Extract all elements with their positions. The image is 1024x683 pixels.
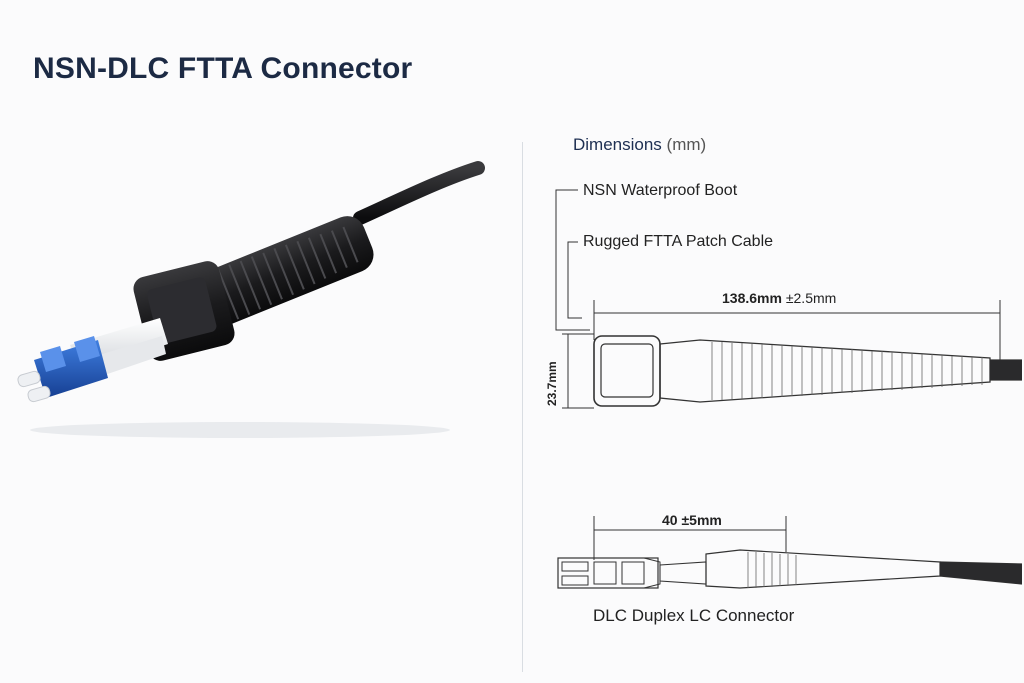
connector-length-tolerance: ±5mm	[681, 512, 722, 528]
dimensions-heading: Dimensions (mm)	[573, 135, 706, 155]
overall-length-value: 138.6mm	[722, 290, 782, 306]
connector-photo	[17, 161, 485, 438]
boot-ribs	[711, 342, 983, 400]
callout-boot: NSN Waterproof Boot	[583, 182, 738, 199]
overall-length-tolerance: ±2.5mm	[785, 290, 837, 306]
ferrule-tips	[17, 370, 51, 403]
head-outline	[593, 335, 661, 407]
boot-outline	[659, 339, 991, 403]
lc-body-outline	[557, 557, 659, 589]
connector-length-label: 40 ±5mm	[662, 512, 722, 528]
overall-length-label: 138.6mm ±2.5mm	[722, 290, 836, 306]
callout-cable: Rugged FTTA Patch Cable	[583, 233, 774, 250]
cable	[353, 161, 485, 225]
page-title: NSN-DLC FTTA Connector	[33, 52, 413, 85]
connector-length-value: 40	[662, 512, 678, 528]
leader-cable	[567, 241, 582, 319]
lower-boot-outline	[705, 549, 941, 589]
connector-label: DLC Duplex LC Connector	[593, 606, 795, 625]
dimensions-heading-text: Dimensions	[573, 135, 662, 154]
lc-duplex-blue	[34, 336, 108, 398]
leader-boot	[555, 189, 590, 331]
dimensions-unit: (mm)	[666, 135, 707, 154]
divider	[522, 142, 523, 672]
height-label: 23.7mm	[545, 361, 559, 406]
